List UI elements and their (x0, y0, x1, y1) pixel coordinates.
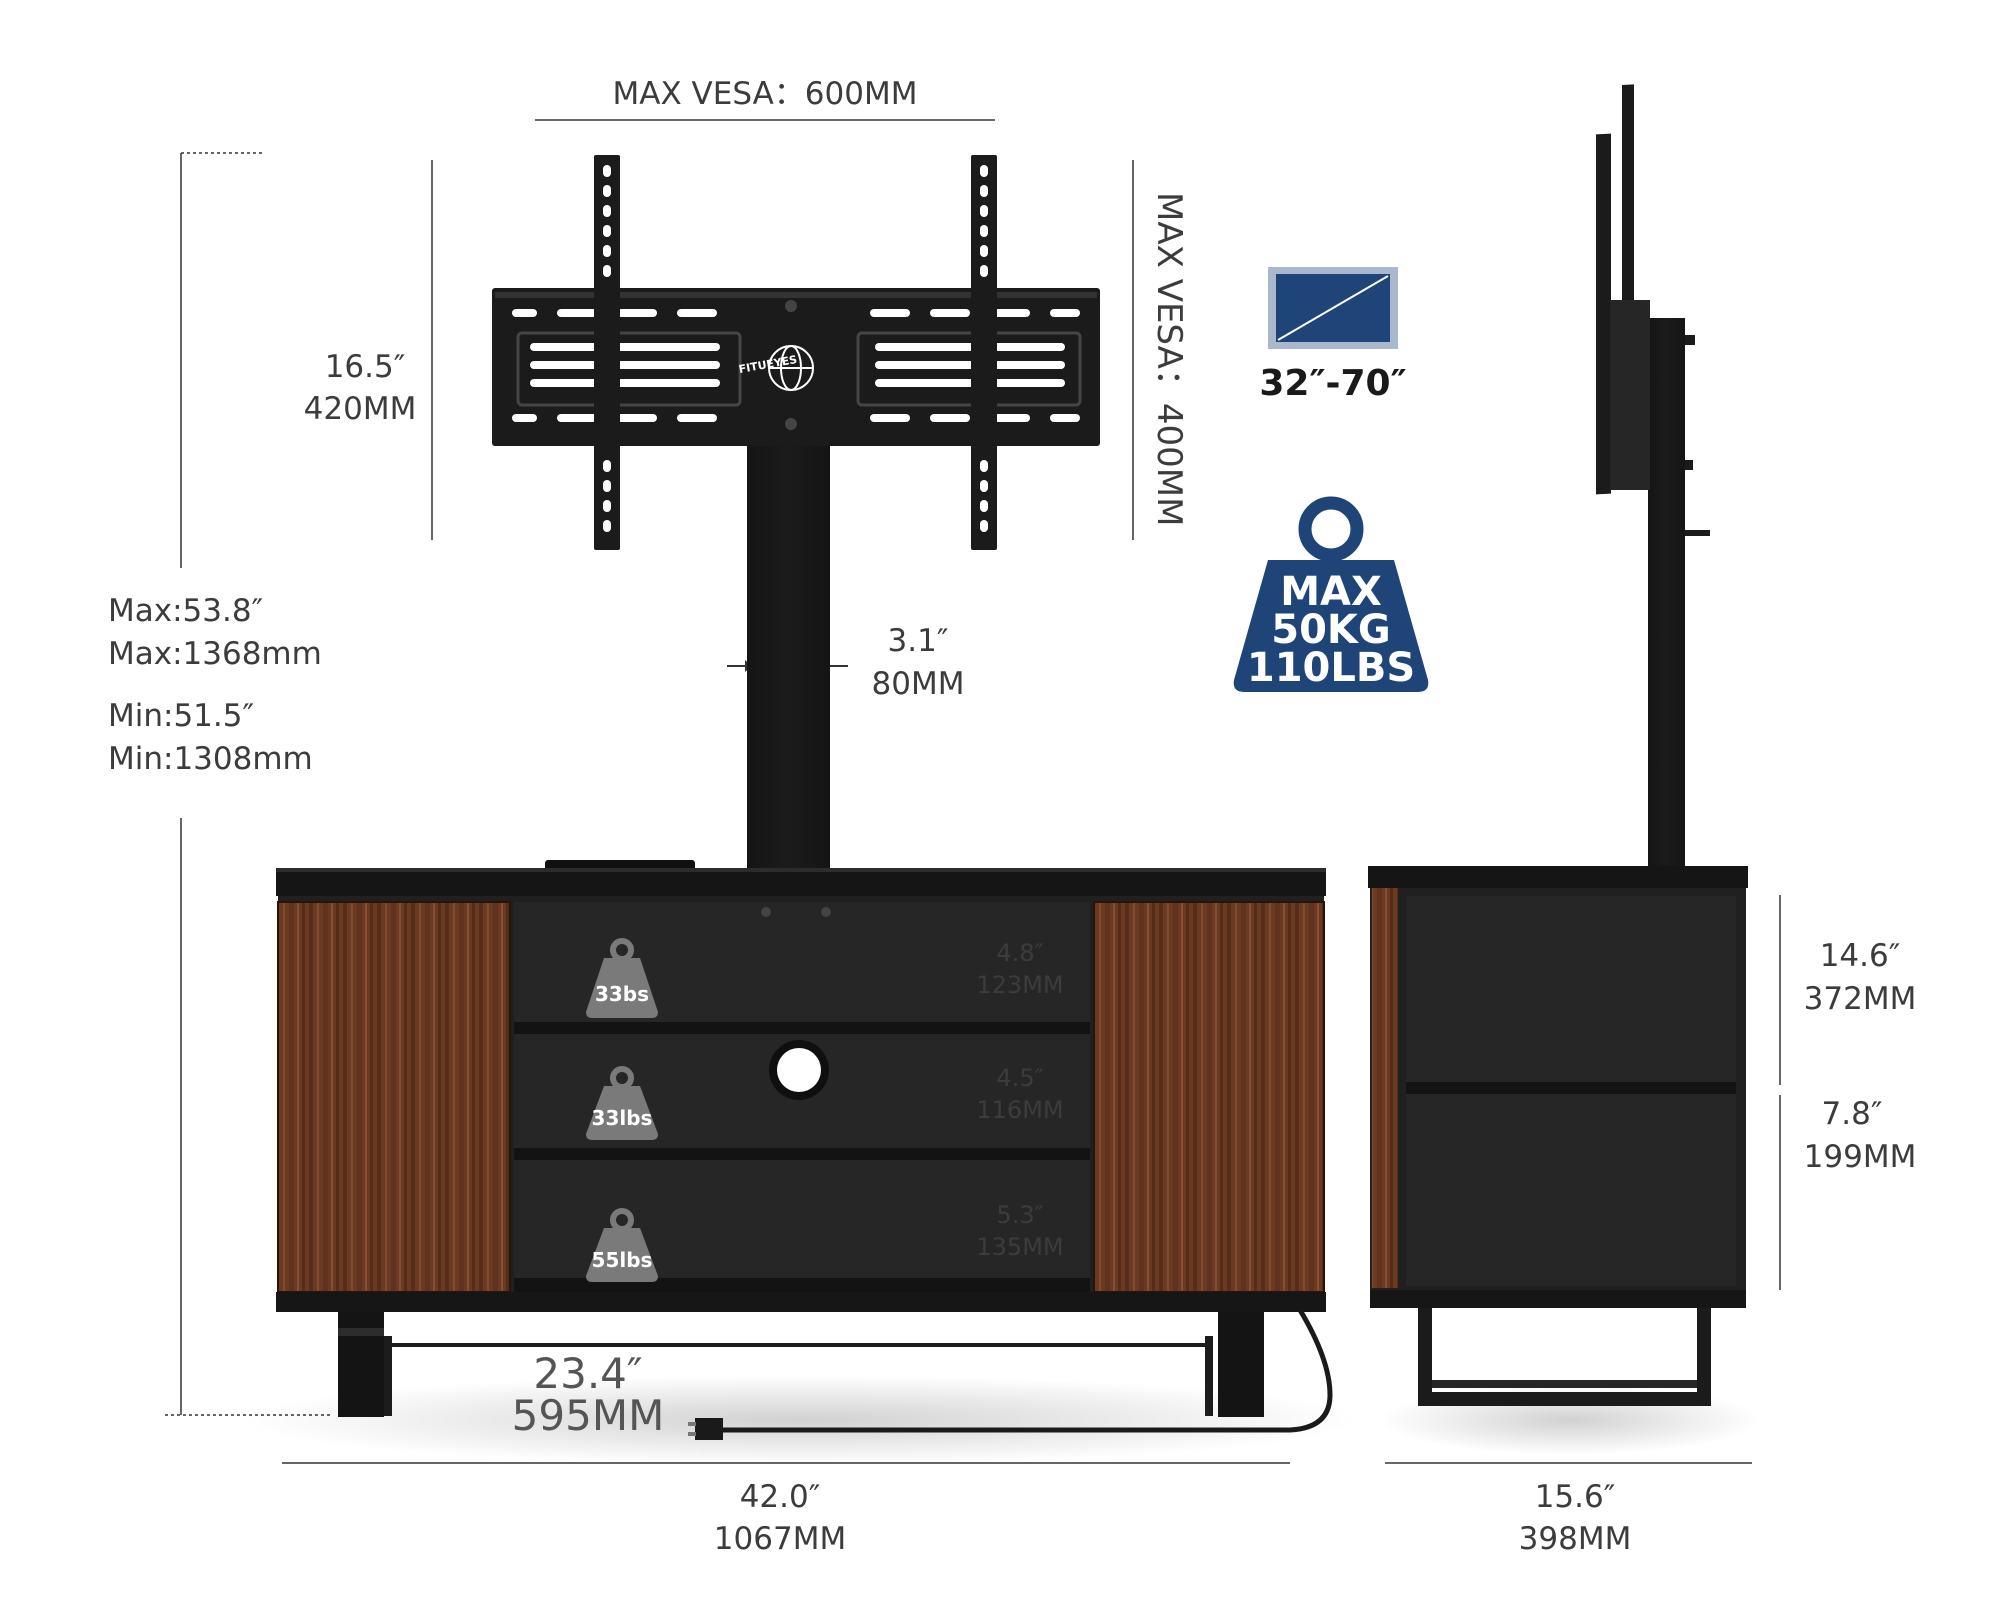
shelf-weight-icons (586, 938, 658, 1282)
weight-icon (586, 938, 658, 1018)
min-height-inch: Min:51.5″ (108, 698, 255, 734)
leg-span-inch: 23.4″ (533, 1349, 643, 1398)
shelf2-height-inch: 4.5″ (996, 1064, 1044, 1092)
tv-cabinet-front (276, 860, 1333, 1440)
pole-width-inch: 3.1″ (887, 623, 949, 659)
shelf1-height-inch: 4.8″ (996, 939, 1044, 967)
max-weight-badge (1233, 496, 1429, 692)
tv-mount-front (492, 155, 1100, 880)
weight-icon (586, 1208, 658, 1282)
max-weight-text: MAX 50KG 110LBS (1246, 569, 1416, 691)
max-height-inch: Max:53.8″ (108, 593, 264, 629)
max-weight-line3: 110LBS (1246, 645, 1416, 691)
shelf1-height-mm: 123MM (976, 971, 1064, 999)
tv-stand-side-view (1368, 84, 1748, 1406)
side-depth-inch: 15.6″ (1534, 1479, 1616, 1515)
max-weight-line1: MAX (1280, 569, 1382, 615)
mount-height-mm: 420MM (303, 391, 417, 427)
vesa-vertical-label: MAX VESA：400MM (1149, 192, 1189, 527)
side-lower-height-mm: 199MM (1803, 1139, 1917, 1175)
side-upper-height-mm: 372MM (1803, 981, 1917, 1017)
pole-width-mm: 80MM (871, 666, 965, 702)
weight-icon (586, 1066, 658, 1140)
shelf1-weight-label: 33bs (594, 982, 650, 1006)
shelf3-height-inch: 5.3″ (996, 1201, 1044, 1229)
cabinet-width-inch: 42.0″ (739, 1479, 821, 1515)
cabinet-width-mm: 1067MM (713, 1521, 847, 1557)
min-height-mm: Min:1308mm (108, 741, 313, 777)
shelf3-height-mm: 135MM (976, 1233, 1064, 1261)
max-height-mm: Max:1368mm (108, 636, 322, 672)
shelf3-weight-label: 55lbs (591, 1248, 653, 1272)
side-depth-mm: 398MM (1518, 1521, 1632, 1557)
side-upper-height-inch: 14.6″ (1819, 938, 1901, 974)
brand-globe-logo (768, 345, 814, 391)
shelf2-weight-label: 33lbs (591, 1106, 653, 1130)
screen-size-label: 32″-70″ (1259, 363, 1407, 404)
screen-diagonal-icon (1268, 267, 1398, 349)
max-weight-line2: 50KG (1271, 607, 1391, 653)
vesa-horizontal-label: MAX VESA：600MM (612, 76, 918, 112)
leg-span-mm: 595MM (511, 1391, 665, 1440)
side-lower-height-inch: 7.8″ (1821, 1096, 1883, 1132)
mount-height-inch: 16.5″ (324, 349, 406, 385)
shelf2-height-mm: 116MM (976, 1096, 1064, 1124)
